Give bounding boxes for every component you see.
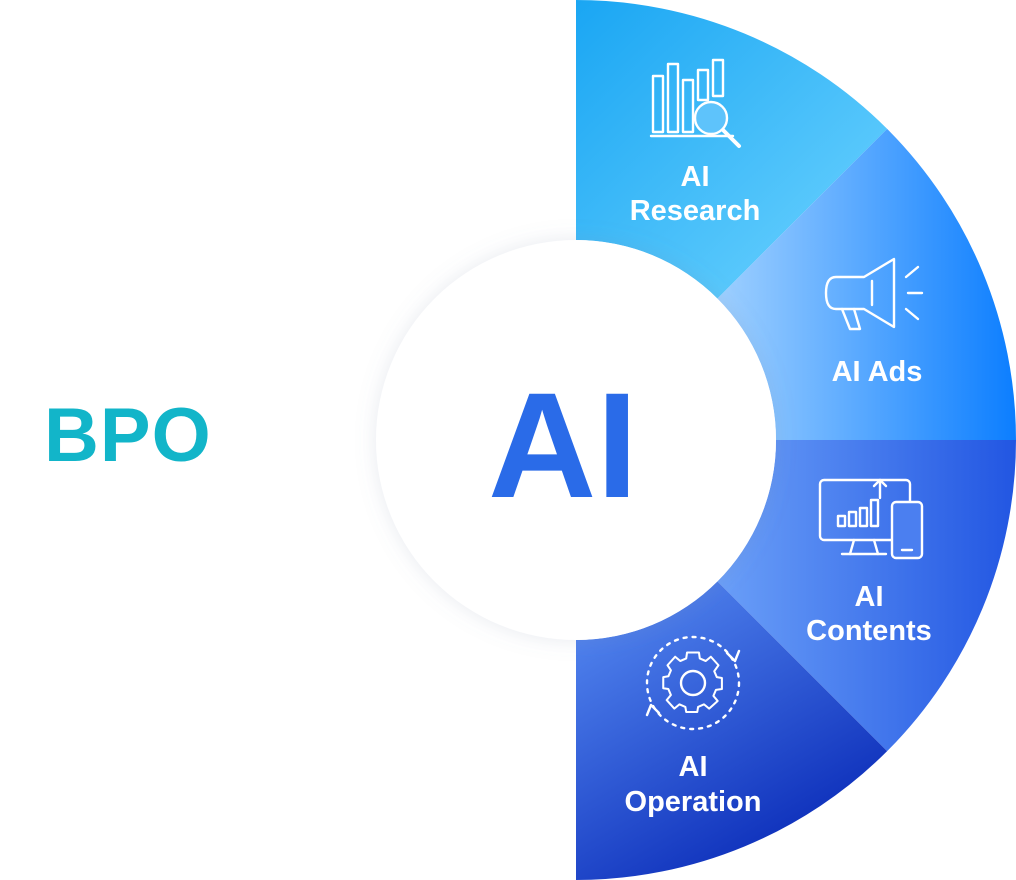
segment-label-research-line1: AI [681, 161, 710, 193]
segment-label-contents-line2: Contents [806, 615, 932, 647]
bpo-label: BPO [44, 393, 212, 478]
segment-label-operation-line1: AI [679, 751, 708, 783]
segment-label-operation-line2: Operation [625, 786, 762, 818]
monitor-phone-growth-icon [818, 478, 924, 560]
research-chart-magnifier-icon [649, 58, 741, 148]
center-ai-label: AI [488, 361, 638, 529]
segment-ai-ads [717, 128, 1016, 440]
segment-label-ads: AI Ads [832, 356, 923, 388]
gear-cycle-icon [645, 635, 741, 731]
segment-label-contents-line1: AI [855, 581, 884, 613]
megaphone-icon [824, 257, 924, 331]
segment-ai-operation [576, 581, 888, 880]
center-circle [376, 240, 776, 640]
segment-ai-research [576, 0, 888, 299]
segment-ai-contents [717, 440, 1016, 752]
segment-label-research-line2: Research [630, 195, 761, 227]
